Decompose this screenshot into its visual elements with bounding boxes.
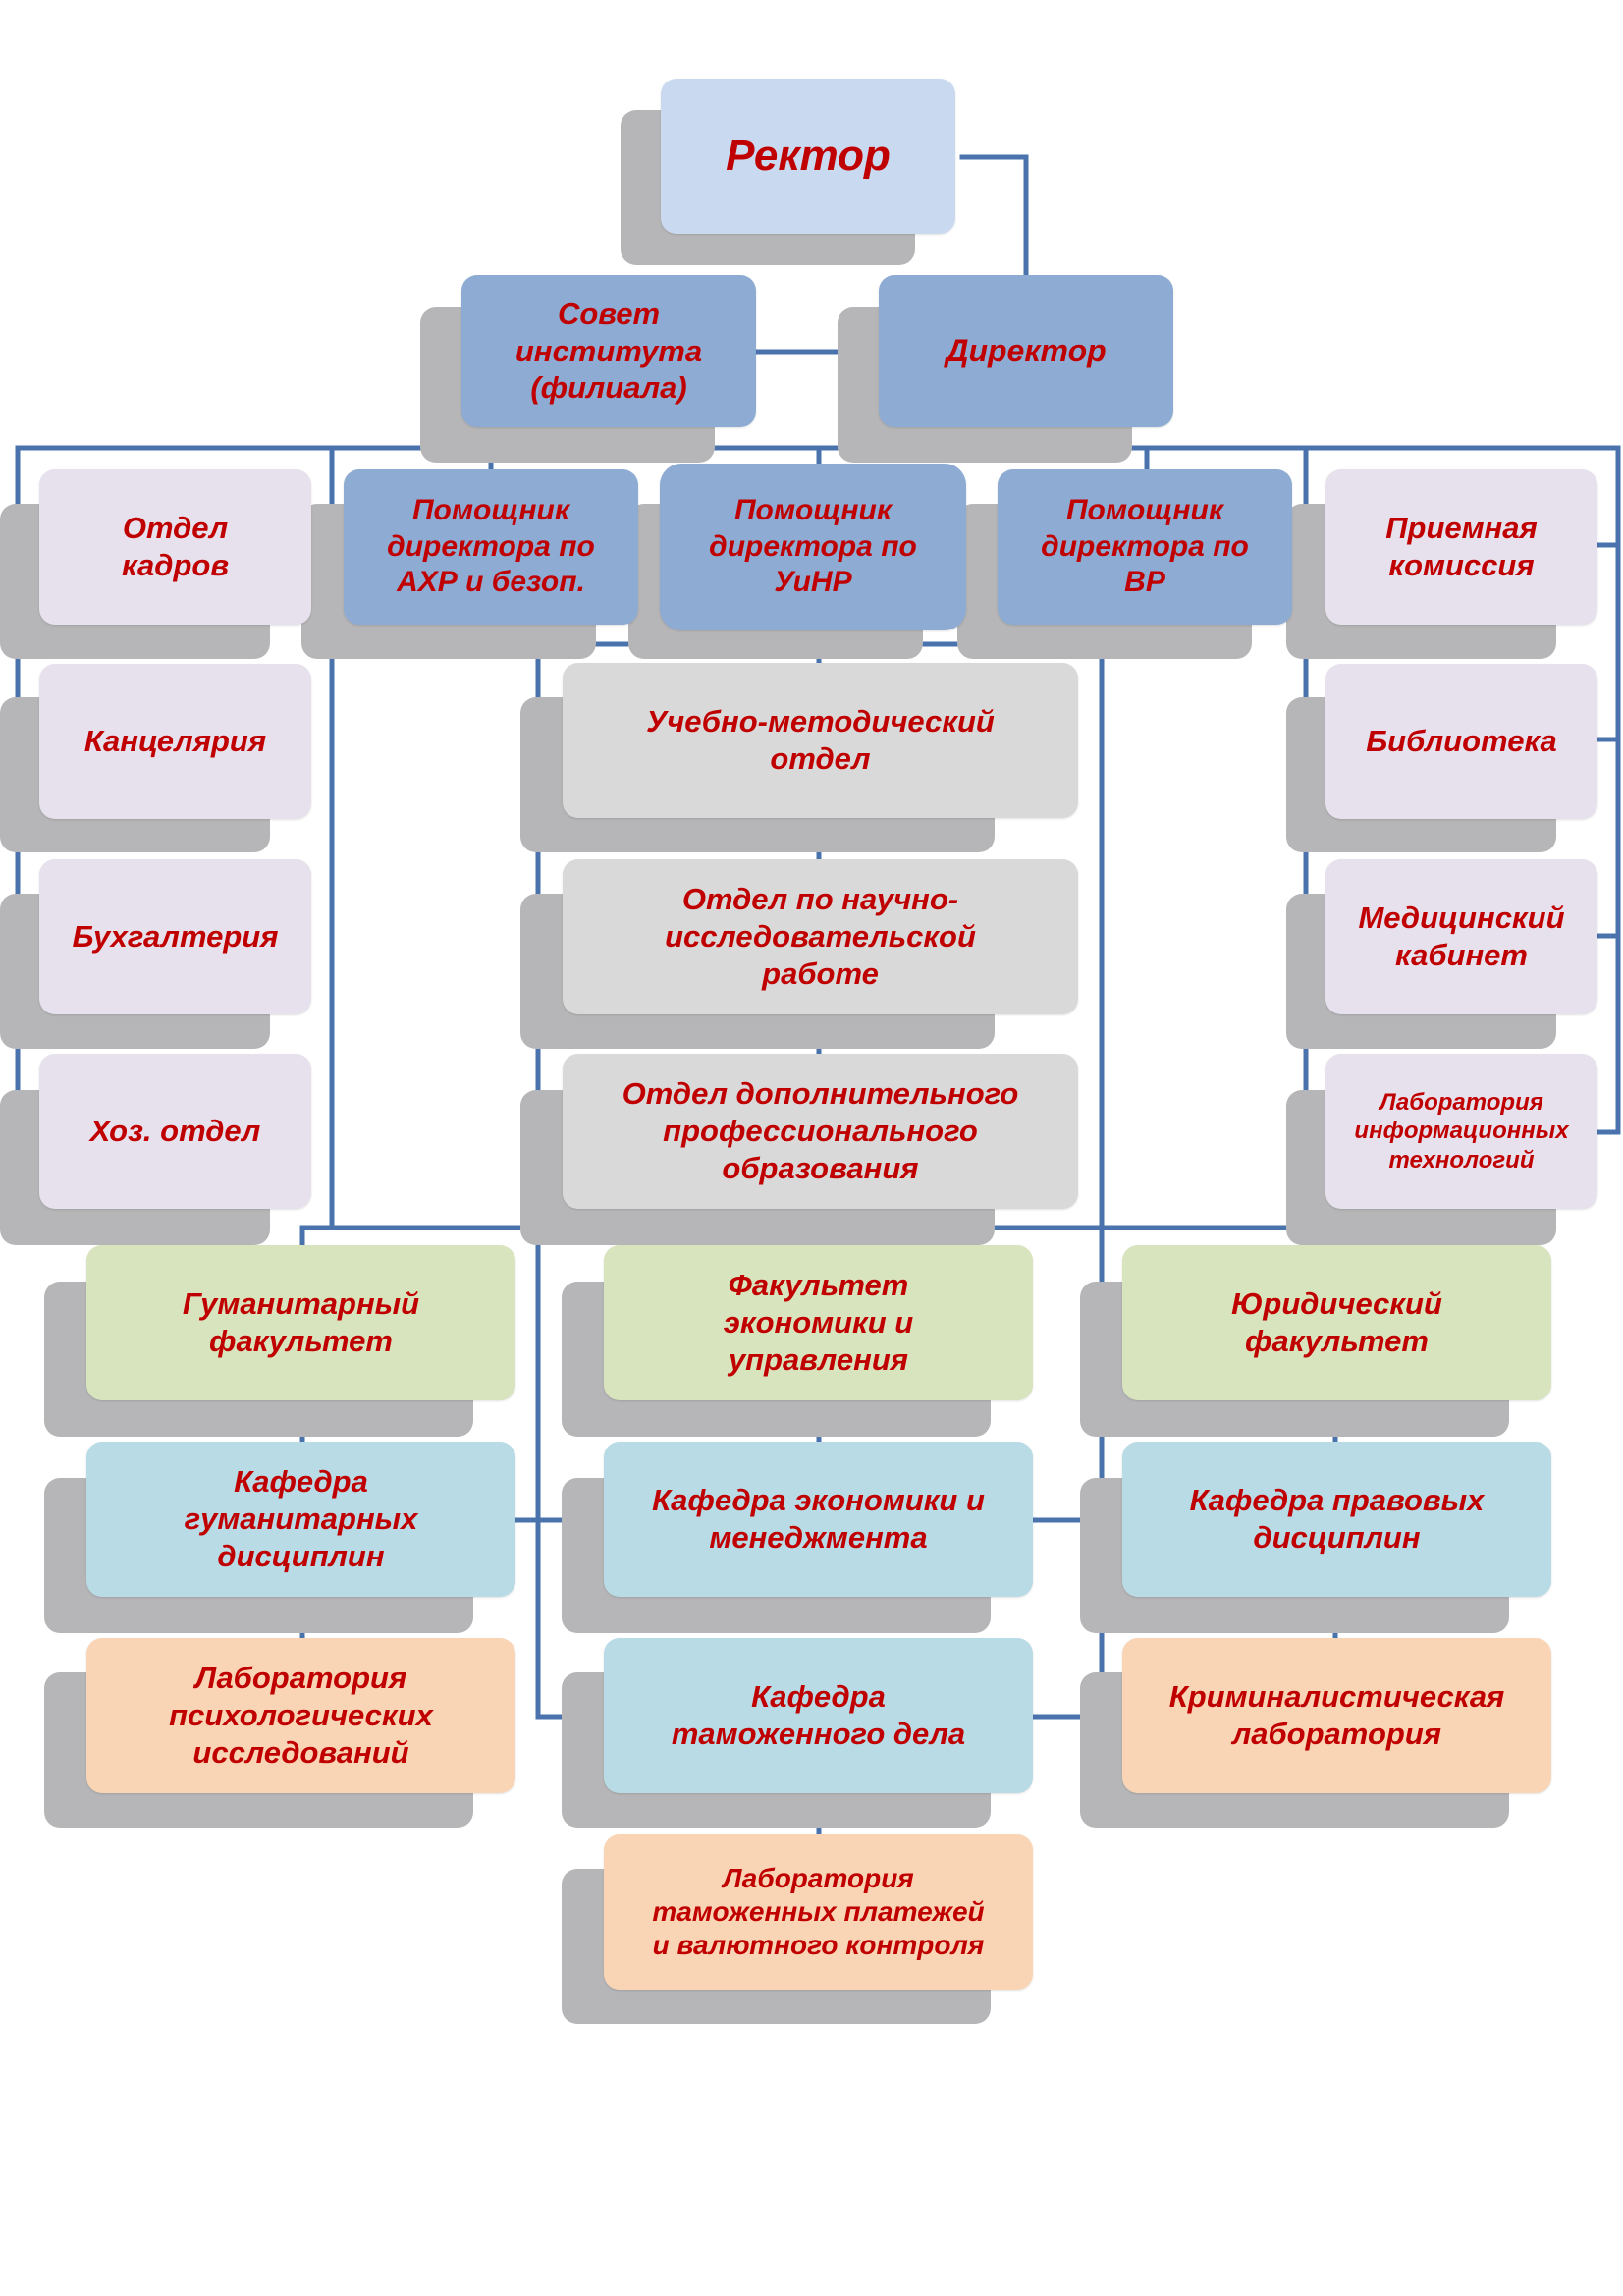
research-label: Отдел по научно- исследовательской работ… — [665, 882, 976, 991]
dep-law-label: Кафедра правовых дисциплин — [1189, 1483, 1485, 1555]
fac-hum-label: Гуманитарный факультет — [182, 1286, 420, 1358]
asst-uinr-box[interactable]: Помощник директора по УиНР — [660, 464, 966, 630]
asst-ahr-box[interactable]: Помощник директора по АХР и безоп. — [344, 469, 638, 625]
medical-box[interactable]: Медицинский кабинет — [1325, 859, 1597, 1014]
office-box[interactable]: Канцелярия — [39, 664, 311, 819]
dep-econ-box[interactable]: Кафедра экономики и менеджмента — [604, 1442, 1033, 1597]
extra-edu-box[interactable]: Отдел дополнительного профессионального … — [563, 1054, 1078, 1209]
lab-customs-box[interactable]: Лаборатория таможенных платежей и валютн… — [604, 1834, 1033, 1990]
medical-label: Медицинский кабинет — [1358, 901, 1565, 972]
dep-hum-box[interactable]: Кафедра гуманитарных дисциплин — [86, 1442, 515, 1597]
council-box[interactable]: Совет института (филиала) — [461, 275, 756, 427]
asst-vr-label: Помощник директора по ВР — [1041, 494, 1249, 599]
asst-ahr-label: Помощник директора по АХР и безоп. — [387, 494, 595, 599]
fac-hum-box[interactable]: Гуманитарный факультет — [86, 1245, 515, 1400]
it-lab-label: Лаборатория информационных технологий — [1354, 1089, 1569, 1174]
hr-label: Отдел кадров — [121, 511, 230, 582]
director-label: Директор — [946, 332, 1107, 368]
lab-crim-label: Криминалистическая лаборатория — [1168, 1679, 1505, 1751]
director-box[interactable]: Директор — [879, 275, 1173, 427]
lab-psy-box[interactable]: Лаборатория психологических исследований — [86, 1638, 515, 1793]
asst-vr-box[interactable]: Помощник директора по ВР — [998, 469, 1292, 625]
lab-customs-label: Лаборатория таможенных платежей и валютн… — [652, 1862, 985, 1961]
library-box[interactable]: Библиотека — [1325, 664, 1597, 819]
lab-crim-box[interactable]: Криминалистическая лаборатория — [1122, 1638, 1551, 1793]
accounting-box[interactable]: Бухгалтерия — [39, 859, 311, 1014]
rector-label: Ректор — [726, 132, 891, 181]
accounting-label: Бухгалтерия — [72, 919, 279, 955]
dep-customs-box[interactable]: Кафедра таможенного дела — [604, 1638, 1033, 1793]
rector-box[interactable]: Ректор — [661, 79, 955, 234]
research-box[interactable]: Отдел по научно- исследовательской работ… — [563, 859, 1078, 1014]
methodical-label: Учебно-методический отдел — [646, 704, 995, 776]
it-lab-box[interactable]: Лаборатория информационных технологий — [1325, 1054, 1597, 1209]
hr-box[interactable]: Отдел кадров — [39, 469, 311, 625]
asst-uinr-label: Помощник директора по УиНР — [709, 494, 917, 599]
dep-customs-label: Кафедра таможенного дела — [671, 1679, 966, 1751]
dep-hum-label: Кафедра гуманитарных дисциплин — [184, 1464, 418, 1573]
library-label: Библиотека — [1366, 724, 1557, 759]
methodical-box[interactable]: Учебно-методический отдел — [563, 663, 1078, 818]
fac-law-label: Юридический факультет — [1231, 1286, 1442, 1358]
maintenance-box[interactable]: Хоз. отдел — [39, 1054, 311, 1209]
office-label: Канцелярия — [83, 724, 267, 759]
maintenance-label: Хоз. отдел — [89, 1114, 261, 1149]
admissions-box[interactable]: Приемная комиссия — [1325, 469, 1597, 625]
fac-econ-box[interactable]: Факультет экономики и управления — [604, 1245, 1033, 1400]
fac-econ-label: Факультет экономики и управления — [723, 1268, 914, 1377]
fac-law-box[interactable]: Юридический факультет — [1122, 1245, 1551, 1400]
extra-edu-label: Отдел дополнительного профессионального … — [622, 1076, 1019, 1185]
dep-law-box[interactable]: Кафедра правовых дисциплин — [1122, 1442, 1551, 1597]
council-label: Совет института (филиала) — [514, 296, 703, 406]
admissions-label: Приемная комиссия — [1385, 511, 1538, 582]
dep-econ-label: Кафедра экономики и менеджмента — [652, 1483, 985, 1555]
lab-psy-label: Лаборатория психологических исследований — [169, 1661, 433, 1770]
